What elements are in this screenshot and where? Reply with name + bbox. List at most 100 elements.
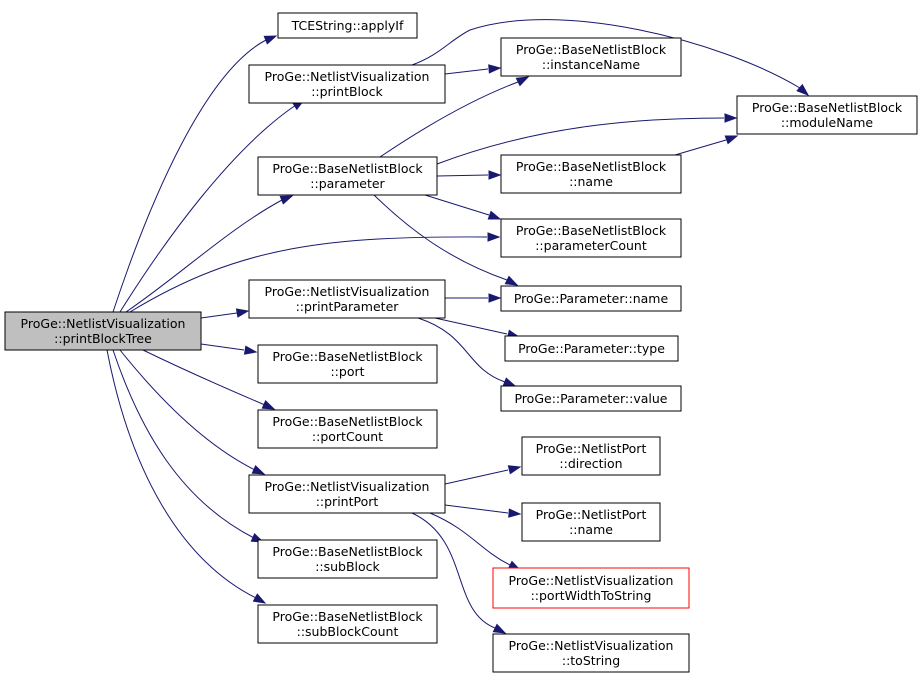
node-port-direction[interactable]: ProGe::NetlistPort::direction [521, 436, 661, 476]
edge-line [411, 512, 496, 629]
edge-arrowhead [243, 345, 258, 355]
node-param-name[interactable]: ProGe::Parameter::name [500, 285, 682, 312]
node-label-line: ProGe::BaseNetlistBlock [752, 100, 903, 115]
edge-root-to-parameter-count [129, 232, 501, 313]
node-print-block[interactable]: ProGe::NetlistVisualization::printBlock [248, 64, 446, 104]
node-box[interactable] [492, 633, 690, 673]
edge-line [125, 199, 283, 313]
node-box[interactable] [500, 285, 682, 312]
edge-parameter-to-instance-name [379, 76, 530, 158]
node-box[interactable] [521, 502, 661, 542]
node-box[interactable] [248, 64, 446, 104]
node-label-line: ::printPort [316, 494, 379, 509]
node-label-line: ::port [330, 364, 364, 379]
edge-line [436, 117, 725, 165]
edge-arrowhead [261, 400, 276, 410]
node-box[interactable] [277, 12, 418, 39]
node-label-line: TCEString::applyIf [291, 18, 404, 33]
edge-arrowhead [724, 135, 739, 145]
node-box[interactable] [500, 37, 682, 77]
node-param-value[interactable]: ProGe::Parameter::value [500, 385, 682, 412]
node-box[interactable] [500, 154, 682, 194]
node-instance-name[interactable]: ProGe::BaseNetlistBlock::instanceName [500, 37, 682, 77]
edge-print-block-to-module-name [411, 19, 810, 96]
edge-block-name-to-module-name [674, 135, 739, 156]
edge-root-to-sub-block [112, 349, 265, 543]
edge-root-to-print-parameter [200, 308, 250, 319]
node-box[interactable] [257, 539, 438, 579]
node-parameter-count[interactable]: ProGe::BaseNetlistBlock::parameterCount [500, 218, 682, 258]
edge-arrowhead [502, 377, 517, 387]
edge-line [434, 317, 508, 335]
node-label-line: ProGe::NetlistVisualization [21, 316, 186, 331]
node-port-name[interactable]: ProGe::NetlistPort::name [521, 502, 661, 542]
node-label-line: ProGe::Parameter::name [514, 291, 669, 306]
node-label-line: ProGe::NetlistPort [536, 507, 647, 522]
node-parameter[interactable]: ProGe::BaseNetlistBlock::parameter [257, 156, 438, 196]
node-label-line: ProGe::BaseNetlistBlock [516, 159, 667, 174]
node-box[interactable] [736, 95, 918, 135]
node-print-port[interactable]: ProGe::NetlistVisualization::printPort [248, 474, 446, 514]
edge-print-port-to-port-direction [444, 465, 522, 485]
edge-arrowhead [488, 170, 502, 180]
node-label-line: ::printParameter [296, 299, 400, 314]
node-sub-block-count[interactable]: ProGe::BaseNetlistBlock::subBlockCount [257, 604, 438, 644]
node-port[interactable]: ProGe::BaseNetlistBlock::port [257, 344, 438, 384]
node-box[interactable] [4, 311, 202, 351]
edge-line [106, 349, 257, 599]
node-label-line: ::instanceName [542, 57, 641, 72]
edge-arrowhead [488, 64, 502, 74]
node-label-line: ::printBlock [311, 84, 383, 99]
node-box[interactable] [492, 567, 690, 609]
edge-parameter-to-parameter-count [424, 194, 502, 220]
node-port-count[interactable]: ProGe::BaseNetlistBlock::portCount [257, 409, 438, 449]
node-box[interactable] [248, 279, 446, 319]
node-box[interactable] [500, 218, 682, 258]
node-label-line: ProGe::Parameter::type [518, 341, 665, 356]
node-box[interactable] [257, 344, 438, 384]
edge-arrowhead [507, 465, 522, 475]
edge-line [142, 349, 266, 406]
edge-line [112, 39, 267, 313]
node-box[interactable] [257, 409, 438, 449]
node-label-line: ::portCount [312, 429, 383, 444]
edge-line [429, 512, 511, 566]
node-label-line: ::name [569, 174, 613, 189]
edge-arrowhead [488, 293, 502, 303]
edge-arrowhead [252, 593, 267, 604]
edge-print-port-to-port-name [444, 504, 522, 518]
node-box[interactable] [257, 156, 438, 196]
edge-arrowhead [724, 113, 738, 123]
node-label-line: ::subBlock [315, 559, 380, 574]
edge-line [112, 349, 255, 539]
edge-line [200, 312, 238, 319]
edge-line [200, 343, 245, 351]
node-box[interactable] [500, 385, 682, 412]
node-to-string[interactable]: ProGe::NetlistVisualization::toString [492, 633, 690, 673]
node-module-name[interactable]: ProGe::BaseNetlistBlock::moduleName [736, 95, 918, 135]
edge-line [373, 194, 508, 281]
edge-arrowhead [504, 275, 519, 286]
edge-arrowhead [492, 623, 507, 634]
edge-line [379, 81, 519, 158]
edge-line [129, 236, 488, 313]
call-edges [106, 19, 810, 634]
node-apply-if[interactable]: TCEString::applyIf [277, 12, 418, 39]
node-box[interactable] [521, 436, 661, 476]
edge-line [674, 139, 727, 156]
node-root[interactable]: ProGe::NetlistVisualization::printBlockT… [4, 311, 202, 351]
edge-root-to-print-port [119, 349, 266, 475]
node-box[interactable] [257, 604, 438, 644]
node-box[interactable] [504, 335, 679, 362]
node-sub-block[interactable]: ProGe::BaseNetlistBlock::subBlock [257, 539, 438, 579]
node-print-parameter[interactable]: ProGe::NetlistVisualization::printParame… [248, 279, 446, 319]
node-label-line: ProGe::NetlistVisualization [509, 573, 674, 588]
node-box[interactable] [248, 474, 446, 514]
node-param-type[interactable]: ProGe::Parameter::type [504, 335, 679, 362]
edge-parameter-to-module-name [436, 113, 738, 165]
edge-line [119, 104, 297, 313]
node-port-width-to-string[interactable]: ProGe::NetlistVisualization::portWidthTo… [492, 567, 690, 609]
edge-arrowhead [279, 195, 294, 205]
node-block-name[interactable]: ProGe::BaseNetlistBlock::name [500, 154, 682, 194]
